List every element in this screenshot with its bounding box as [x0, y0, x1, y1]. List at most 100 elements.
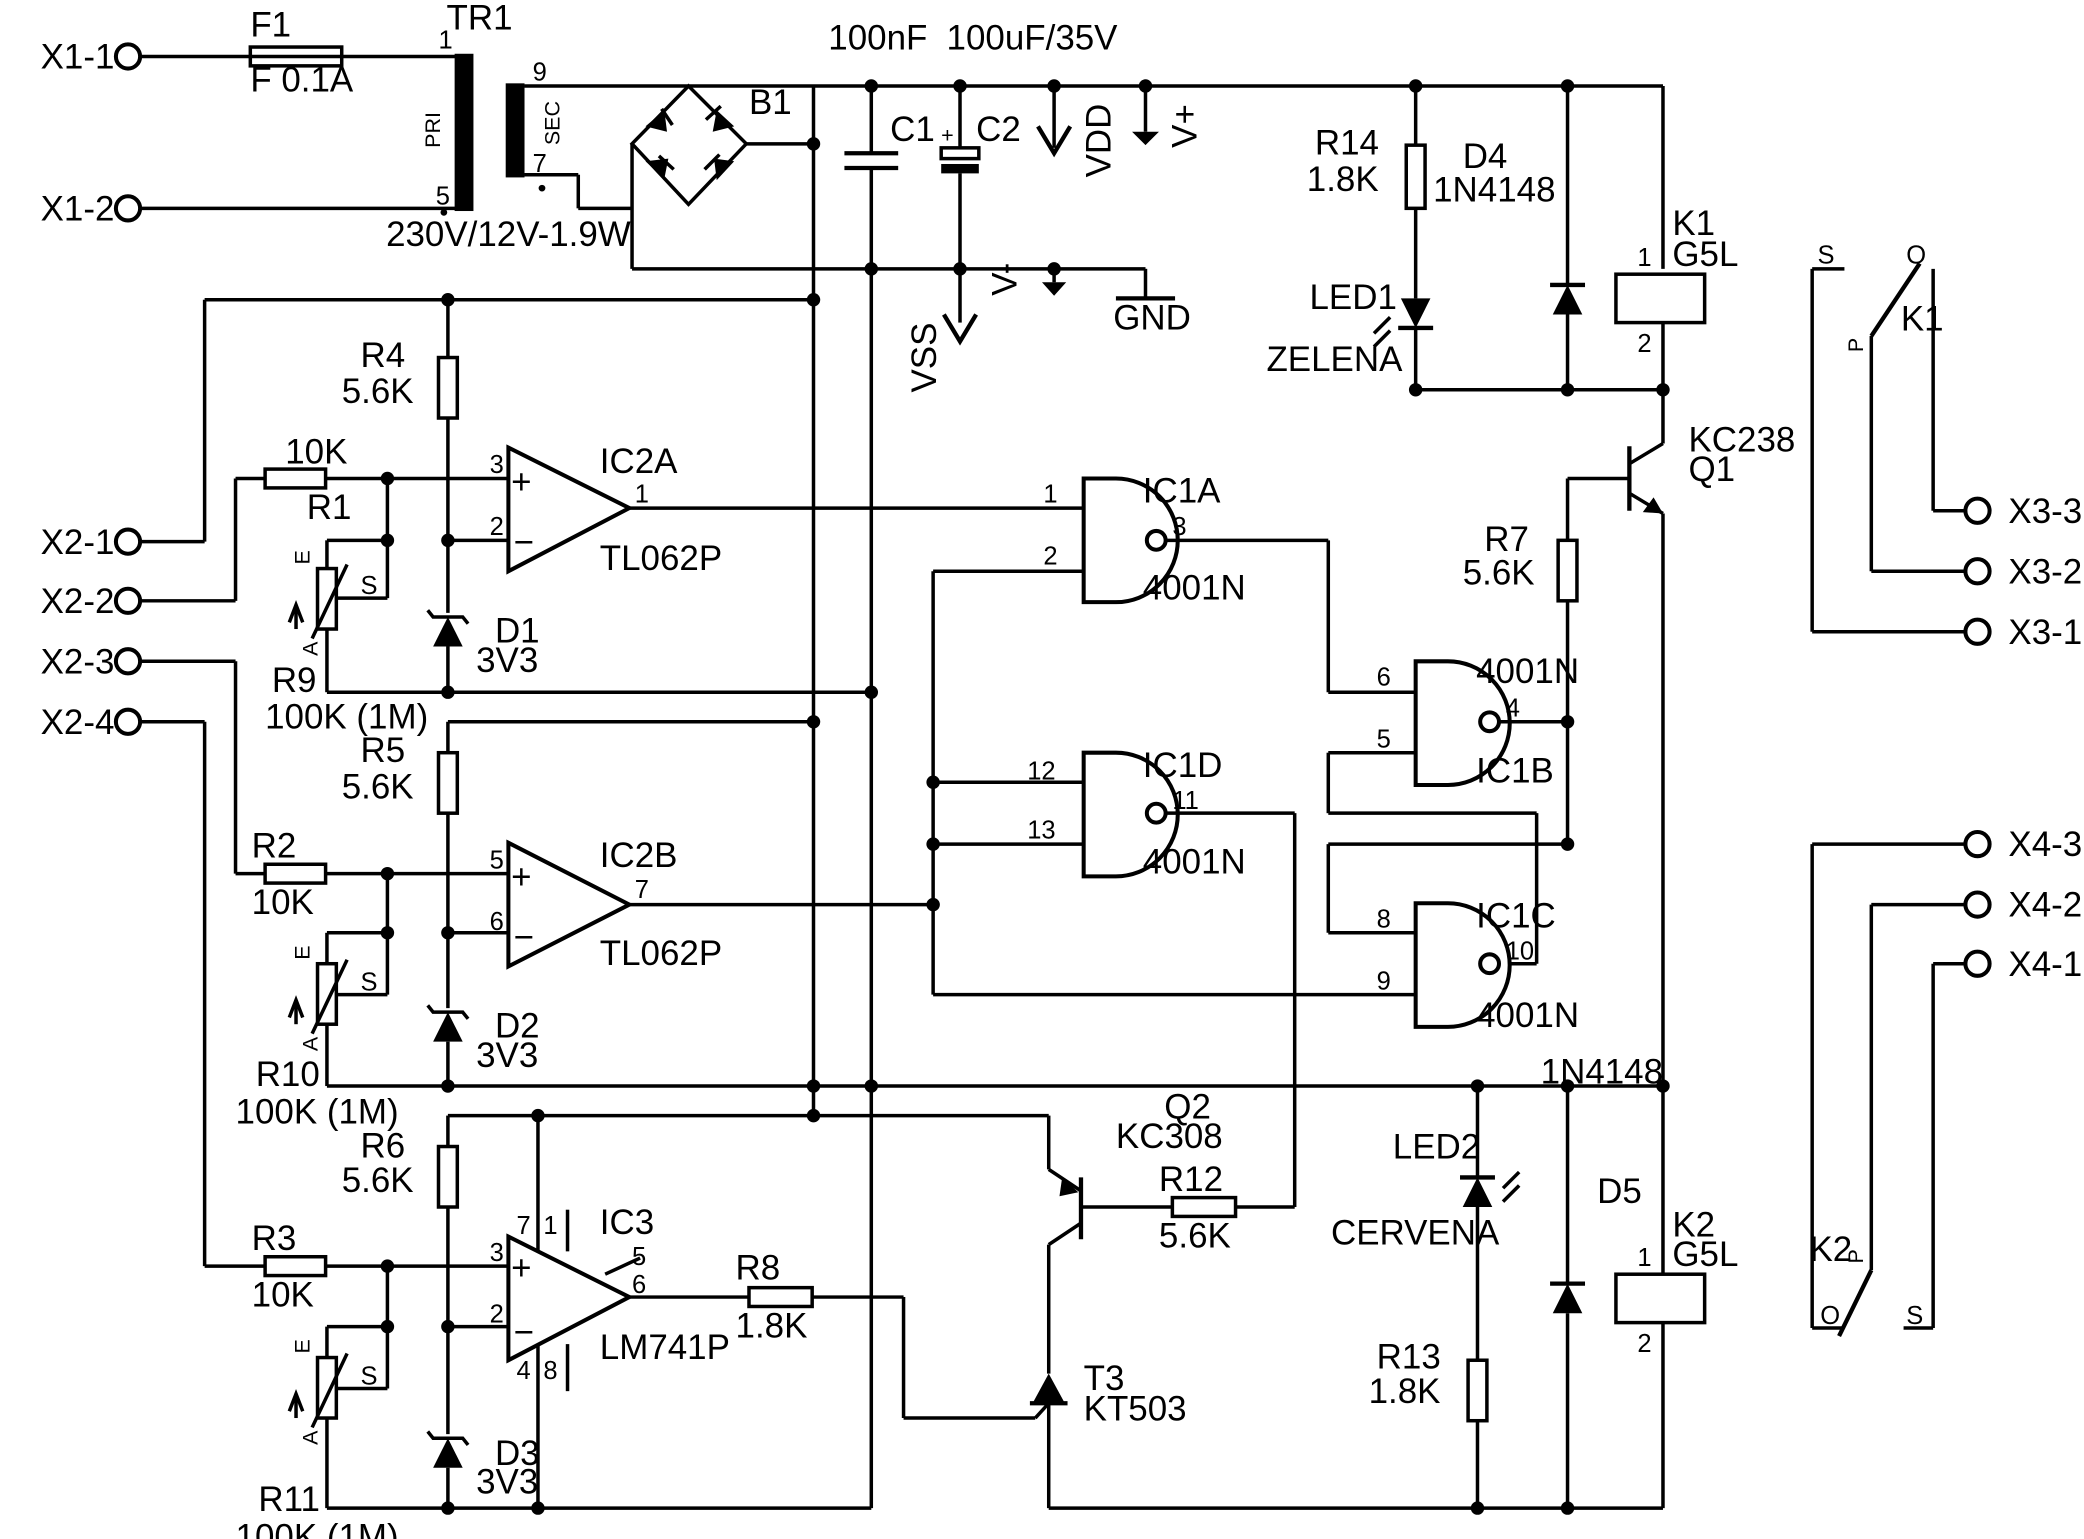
- thyristor-t3-part: KT503: [1084, 1390, 1187, 1429]
- relay-k2-pin-1: 1: [1637, 1244, 1651, 1272]
- terminal-x4-2-label: X4-2: [2008, 886, 2082, 925]
- resistor-r14: [1404, 143, 1427, 211]
- zener-d1-ref: D1: [495, 611, 540, 650]
- k1-contact-o: O: [1906, 241, 1926, 269]
- capacitor-c2-plus: +: [941, 123, 954, 147]
- terminal-x1-1[interactable]: [113, 42, 143, 71]
- diode-d5-ref: D5: [1597, 1172, 1642, 1211]
- k1-contact-ref: K1: [1901, 300, 1944, 339]
- channel-3-comparator: X2-4 R3 10K R6 5.6K D3 3V3 E S A R11 100…: [41, 703, 1049, 1539]
- relay-k1-section: R14 1.8K LED1 ZELENA D4 1N4148 1 2 K1 G5…: [1266, 86, 1795, 1087]
- zener-d2: [433, 1012, 463, 1042]
- resistor-r6-ref: R6: [361, 1126, 406, 1165]
- ic3-pin-6: 6: [632, 1271, 646, 1299]
- ic3-pin-4: 4: [516, 1357, 530, 1385]
- terminal-x3-2[interactable]: [1963, 557, 1992, 586]
- power-supply-section: X1-1 X1-2 F1 F 0.1A TR1 1 5 9 7 PRI SEC …: [41, 0, 1665, 392]
- ic1c-pin-9: 9: [1377, 967, 1391, 995]
- nor-gate-ic1a: [1081, 476, 1180, 605]
- ic1d-ref: IC1D: [1143, 746, 1223, 785]
- nor-gate-ic1d: [1081, 750, 1180, 879]
- ic2a-plus: +: [511, 462, 531, 501]
- vplus-label: V+: [1166, 104, 1205, 148]
- vss-arrow-icon: [942, 313, 978, 346]
- pot-r9-a-label: A: [299, 641, 323, 656]
- ic3-minus: −: [514, 1313, 534, 1352]
- capacitor-c2-ref: C2: [976, 110, 1021, 149]
- resistor-r14-value: 1.8K: [1307, 160, 1379, 199]
- channel-2-comparator: X2-3 R2 10K R5 5.6K D2 3V3 E S A R10 100…: [41, 642, 1663, 1132]
- zener-d1-value: 3V3: [476, 641, 538, 680]
- relay-k2-ref: K2: [1672, 1206, 1715, 1245]
- terminal-x1-1-label: X1-1: [41, 38, 115, 77]
- resistor-r2-ref: R2: [252, 827, 297, 866]
- transformer-pin-1: 1: [438, 26, 452, 54]
- relay-k2-coil: [1614, 1272, 1707, 1325]
- transformer-rating: 230V/12V-1.9W: [386, 215, 631, 254]
- k1-contact-s: S: [1818, 241, 1835, 269]
- terminal-x2-2-label: X2-2: [41, 582, 115, 621]
- terminal-x4-1[interactable]: [1963, 949, 1992, 978]
- led-led2: [1462, 1177, 1493, 1208]
- terminal-x2-1[interactable]: [113, 527, 143, 556]
- ic3-pin-7: 7: [516, 1212, 530, 1240]
- zener-d3: [433, 1438, 463, 1468]
- terminal-x2-1-label: X2-1: [41, 523, 115, 562]
- ic1b-pin-4: 4: [1506, 694, 1520, 722]
- ic3-pin-8: 8: [543, 1357, 557, 1385]
- ic2b-plus: +: [511, 857, 531, 896]
- ic2a-pin-2: 2: [490, 513, 504, 541]
- terminal-x4-3[interactable]: [1963, 829, 1992, 859]
- pot-r9-e-label: E: [290, 550, 314, 564]
- terminal-x1-2-label: X1-2: [41, 189, 115, 228]
- terminal-x4-2[interactable]: [1963, 890, 1992, 919]
- capacitor-c1-value: 100nF: [828, 19, 927, 58]
- resistor-r6-value: 5.6K: [342, 1161, 414, 1200]
- ic1c-part: 4001N: [1476, 996, 1579, 1035]
- channel-1-comparator: X2-1 X2-2 10K R1 R4 5.6K D1 3V3 E: [41, 297, 1084, 737]
- pot-r9-s-label: S: [361, 572, 378, 600]
- ic1b-pin-6: 6: [1377, 663, 1391, 691]
- resistor-r8: [747, 1285, 814, 1309]
- terminal-x3-3-label: X3-3: [2008, 492, 2082, 531]
- terminal-x2-3[interactable]: [113, 647, 143, 676]
- diode-d4-ref: D4: [1463, 137, 1508, 176]
- terminal-x2-2[interactable]: [113, 586, 143, 615]
- resistor-r2-value: 10K: [252, 883, 314, 922]
- terminal-x2-4-label: X2-4: [41, 703, 115, 742]
- logic-section: 1 2 3 IC1A 4001N 12 13 11 IC1D 4001N 6 5…: [931, 472, 1579, 1209]
- resistor-r12-ref: R12: [1159, 1160, 1223, 1199]
- k2-contact-ref: K2: [1809, 1230, 1852, 1269]
- nor-gate-ic1c: [1413, 901, 1512, 1029]
- ic1d-pin-13: 13: [1027, 817, 1055, 845]
- opamp-ic2b: [506, 839, 634, 970]
- led-led1: [1400, 298, 1431, 328]
- relay-k1-part: G5L: [1672, 235, 1738, 274]
- terminal-x1-2[interactable]: [113, 194, 143, 223]
- terminal-x2-4[interactable]: [113, 707, 143, 736]
- thyristor-t3: [1032, 1373, 1065, 1404]
- pot-r10-s-label: S: [361, 969, 378, 997]
- ic3-ref: IC3: [600, 1203, 654, 1242]
- resistor-r1-value: 10K: [285, 433, 347, 472]
- terminal-x3-1[interactable]: [1963, 617, 1992, 646]
- capacitor-c2-plate-top: [939, 146, 981, 161]
- resistor-r3-value: 10K: [252, 1275, 314, 1314]
- pot-r10-e-label: E: [290, 945, 314, 959]
- ic3-pin-1: 1: [543, 1212, 557, 1240]
- diode-d5: [1552, 1283, 1583, 1314]
- ic2a-pin-1: 1: [635, 481, 649, 509]
- ic2b-pin-7: 7: [635, 876, 649, 904]
- fuse-f1-value: F 0.1A: [250, 60, 354, 99]
- resistor-r13-value: 1.8K: [1369, 1372, 1441, 1411]
- terminal-x4-1-label: X4-1: [2008, 945, 2082, 984]
- transformer-pin-9: 9: [533, 59, 547, 87]
- transistor-q2-part: KC308: [1116, 1117, 1223, 1156]
- resistor-r6: [436, 1144, 460, 1209]
- ic1a-pin-1: 1: [1043, 481, 1057, 509]
- potentiometer-r10-slash: [310, 958, 349, 1035]
- resistor-r7: [1556, 538, 1579, 603]
- relay-k1-switch-blade: [1869, 262, 1922, 338]
- terminal-x3-3[interactable]: [1963, 496, 1992, 525]
- ic2b-ref: IC2B: [600, 836, 678, 875]
